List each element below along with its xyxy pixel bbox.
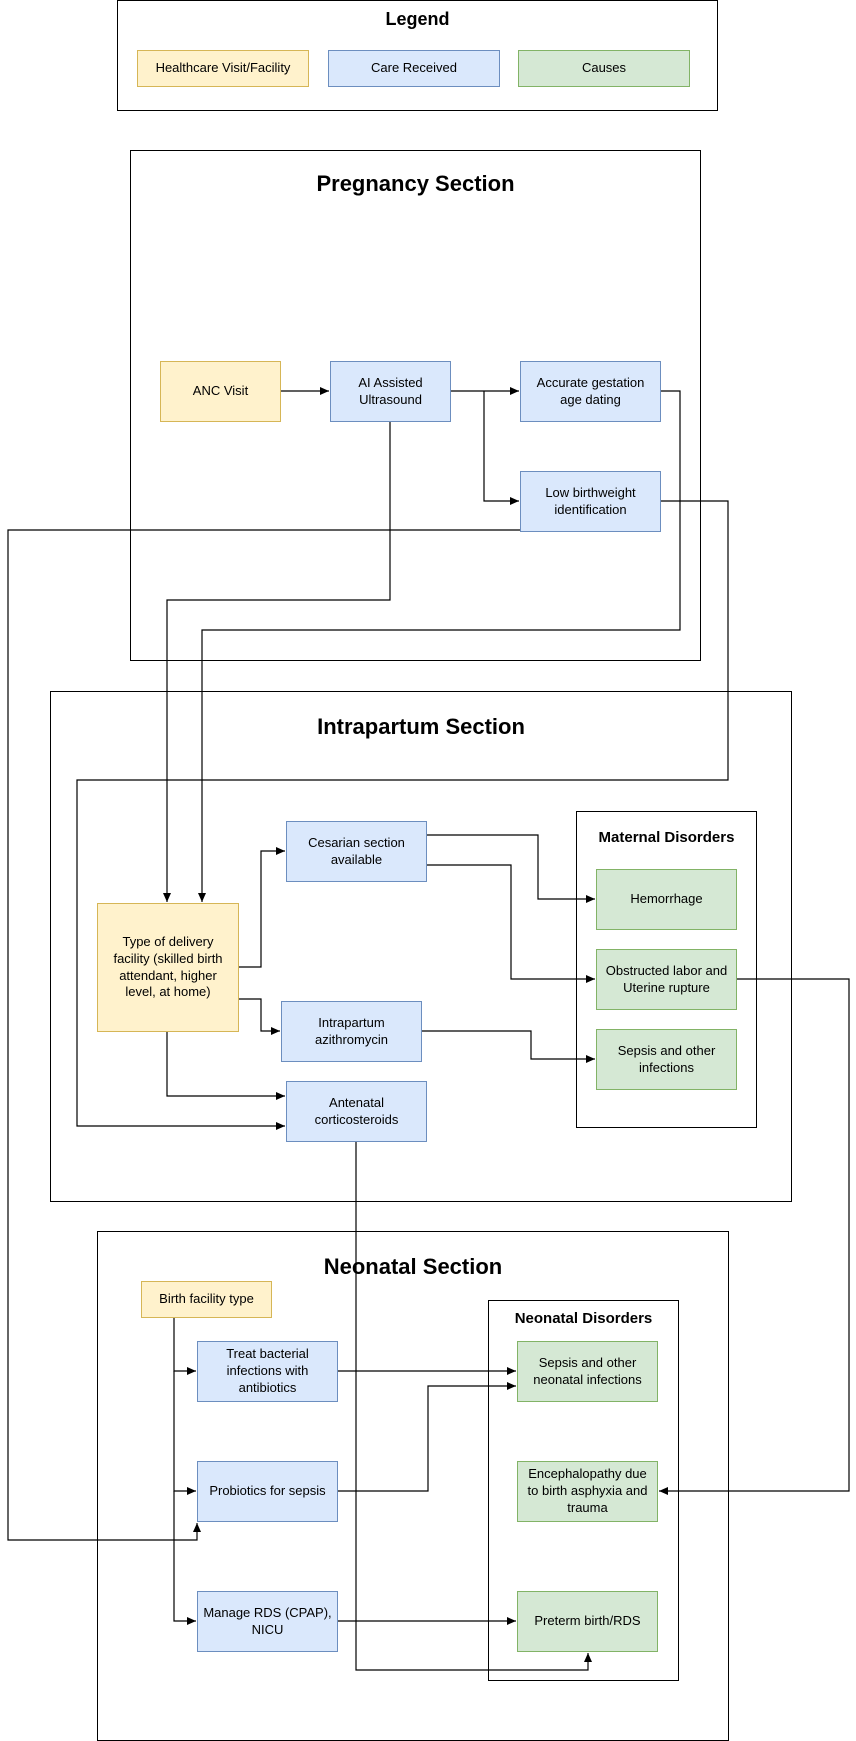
encephalopathy-node: Encephalopathy due to birth asphyxia and… xyxy=(517,1461,658,1522)
legend-facility: Healthcare Visit/Facility xyxy=(137,50,309,87)
maternal-sepsis-node: Sepsis and other infections xyxy=(596,1029,737,1090)
intrapartum-section-title: Intrapartum Section xyxy=(317,714,525,739)
anc-visit-node: ANC Visit xyxy=(160,361,281,422)
delivery-facility-node: Type of delivery facility (skilled birth… xyxy=(97,903,239,1032)
low-birthweight-node: Low birthweight identification xyxy=(520,471,661,532)
gestation-dating-node: Accurate gestation age dating xyxy=(520,361,661,422)
legend-care: Care Received xyxy=(328,50,500,87)
ai-ultrasound-node: AI Assisted Ultrasound xyxy=(330,361,451,422)
legend-cause: Causes xyxy=(518,50,690,87)
hemorrhage-node: Hemorrhage xyxy=(596,869,737,930)
pregnancy-section-title: Pregnancy Section xyxy=(316,171,515,196)
legend-title: Legend xyxy=(385,9,450,29)
corticosteroids-node: Antenatal corticosteroids xyxy=(286,1081,427,1142)
obstructed-labor-node: Obstructed labor and Uterine rupture xyxy=(596,949,737,1010)
maternal-disorders-title: Maternal Disorders xyxy=(598,829,735,846)
neonatal-disorders-title: Neonatal Disorders xyxy=(514,1310,653,1327)
manage-rds-node: Manage RDS (CPAP), NICU xyxy=(197,1591,338,1652)
cesarian-node: Cesarian section available xyxy=(286,821,427,882)
birth-facility-node: Birth facility type xyxy=(141,1281,272,1318)
probiotics-node: Probiotics for sepsis xyxy=(197,1461,338,1522)
neonatal-sepsis-node: Sepsis and other neonatal infections xyxy=(517,1341,658,1402)
legend-panel: Legend xyxy=(117,0,718,111)
antibiotics-node: Treat bacterial infections with antibiot… xyxy=(197,1341,338,1402)
preterm-node: Preterm birth/RDS xyxy=(517,1591,658,1652)
neonatal-section-title: Neonatal Section xyxy=(323,1254,503,1279)
azithromycin-node: Intrapartum azithromycin xyxy=(281,1001,422,1062)
